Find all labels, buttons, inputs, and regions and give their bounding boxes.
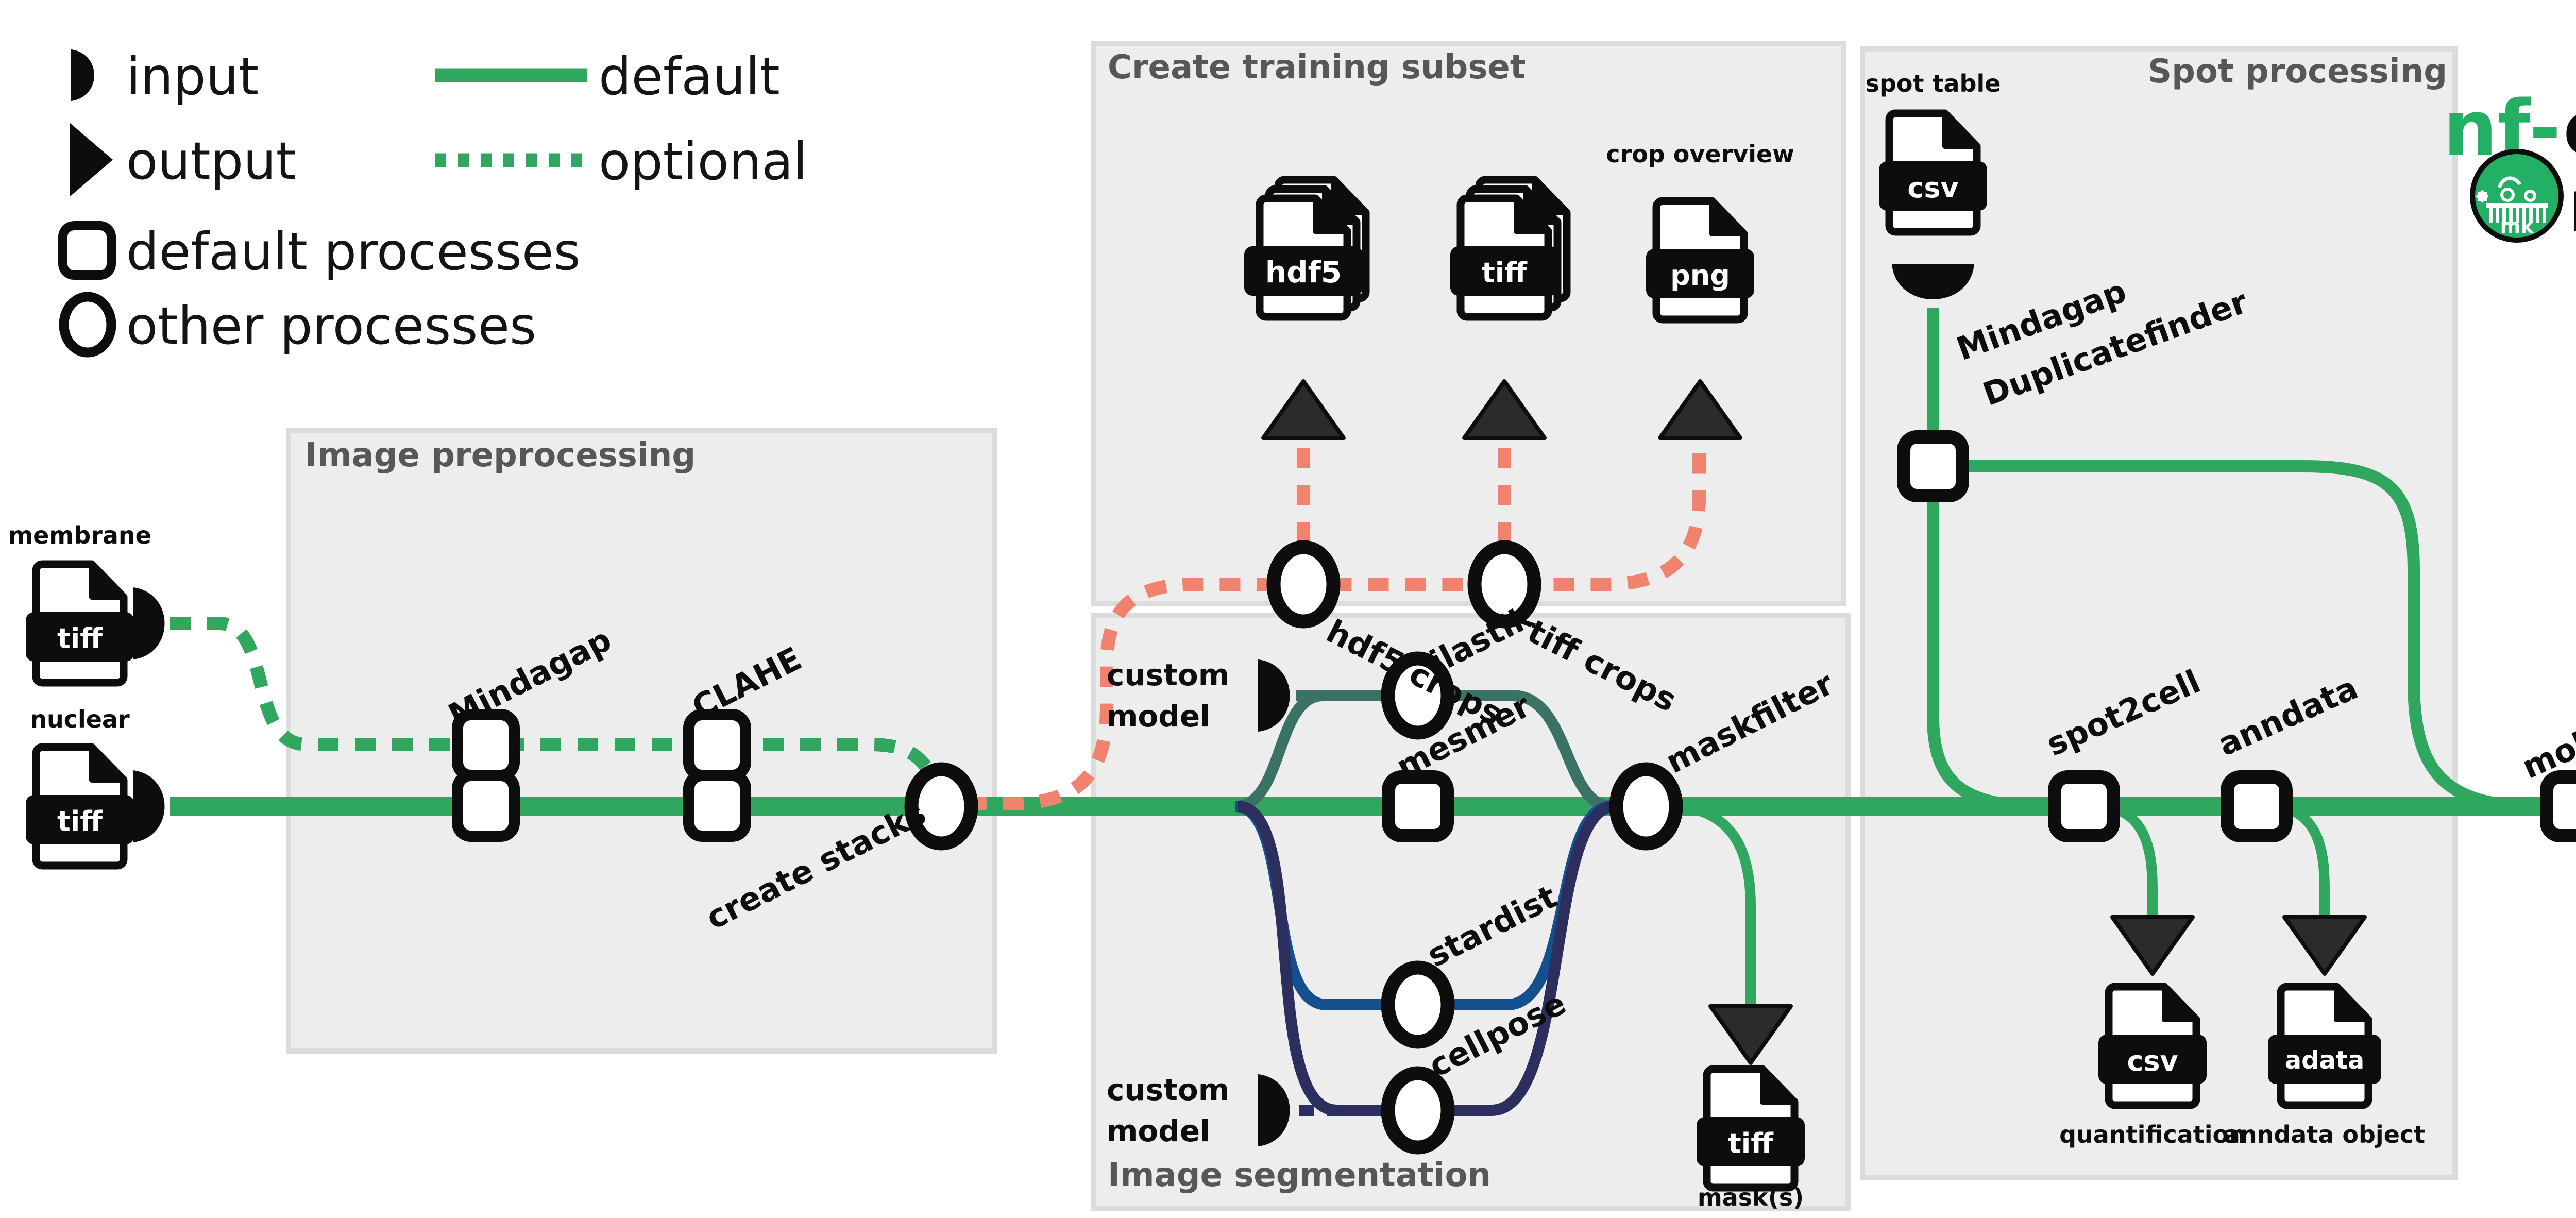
legend-default-label: default: [599, 46, 780, 107]
caption-membrane: membrane: [8, 521, 151, 549]
logo-badge-text: mk: [2500, 215, 2534, 238]
nf-core-molkart-logo: nf- core/ mk molkart: [2443, 84, 2576, 248]
node-anndata: [2227, 777, 2286, 836]
file-nuclear-tiff: tiff: [26, 747, 134, 866]
legend-output-label: output: [126, 131, 296, 191]
node-molkartqc: [2547, 777, 2576, 836]
input-icon-membrane: [133, 587, 165, 659]
file-ext-label: hdf5: [1265, 255, 1342, 290]
custom-model-bottom-line2: model: [1107, 1113, 1210, 1148]
file-ext-label: adata: [2285, 1046, 2364, 1075]
captions: membrane nuclear spot table crop overvie…: [8, 70, 2425, 1211]
file-mask-tiff: tiff: [1697, 1069, 1805, 1188]
file-membrane-tiff: tiff: [26, 564, 134, 683]
line-membrane-optional: [170, 617, 943, 792]
title-create-training-subset: Create training subset: [1108, 48, 1526, 87]
node-hdf5-crops: [1274, 547, 1333, 621]
file-ext-label: csv: [1907, 172, 1958, 204]
node-stardist: [1388, 968, 1448, 1042]
node-clahe: [689, 715, 745, 836]
line-ilastik: [1296, 690, 1612, 812]
node-maskfilter: [1616, 769, 1676, 843]
optional-training-lines: [966, 439, 1706, 810]
input-icon-spot-table: [1892, 264, 1974, 299]
legend-other-processes-label: other processes: [126, 296, 536, 356]
legend-default-process-icon: [58, 221, 116, 280]
line-quantification-output: [2106, 801, 2158, 916]
node-mesmer: [1388, 777, 1447, 836]
custom-model-bottom-line1: custom: [1107, 1072, 1229, 1107]
title-image-preprocessing: Image preprocessing: [305, 436, 696, 475]
line-training-optional: [966, 439, 1706, 810]
file-adata: adata: [2268, 987, 2381, 1105]
file-ext-label: tiff: [57, 805, 103, 838]
label-molkartqc: molkartqc: [2516, 678, 2576, 786]
custom-model-top-line1: custom: [1107, 657, 1229, 692]
input-icon-nuclear: [133, 770, 165, 842]
node-cellpose: [1388, 1073, 1448, 1147]
legend: input output default processes other pro…: [58, 46, 807, 358]
legend-optional-label: optional: [599, 131, 807, 192]
line-spot-table: [1927, 308, 2041, 813]
legend-input-label: input: [126, 46, 259, 107]
file-ext-label: csv: [2127, 1045, 2178, 1077]
caption-nuclear: nuclear: [30, 705, 130, 733]
file-png: png: [1646, 201, 1754, 319]
caption-anndata-object: anndata object: [2224, 1121, 2425, 1148]
node-spot2cell: [2055, 777, 2113, 836]
custom-model-top-line2: model: [1107, 699, 1210, 734]
legend-output-icon: [70, 123, 113, 197]
caption-masks: mask(s): [1698, 1183, 1804, 1211]
file-ext-label: png: [1670, 259, 1730, 292]
file-ext-label: tiff: [57, 622, 103, 655]
legend-default-processes-label: default processes: [126, 222, 581, 282]
file-tiff-stack: tiff: [1450, 180, 1567, 317]
node-mindagap: [457, 715, 514, 836]
box-create-training-subset: [1091, 41, 1846, 606]
caption-crop-overview: crop overview: [1606, 140, 1794, 168]
file-quantification-csv: csv: [2098, 987, 2207, 1105]
node-mindagap-duplicatefinder: [1904, 437, 1962, 496]
file-ext-label: tiff: [1728, 1127, 1774, 1160]
line-duplicatefinder-branch: [1962, 460, 2528, 813]
logo-molkart: molkart: [2568, 164, 2576, 248]
file-spot-table-csv: csv: [1879, 113, 1987, 232]
title-spot-processing: Spot processing: [2148, 53, 2447, 91]
legend-input-icon: [71, 49, 94, 101]
line-anndata-output: [2278, 801, 2330, 916]
title-image-segmentation: Image segmentation: [1108, 1156, 1491, 1194]
file-ext-label: tiff: [1482, 257, 1528, 289]
custom-model-inputs: custom model custom model: [1107, 657, 1229, 1148]
line-mask-output: [1679, 801, 1756, 1004]
io-glyphs: [133, 264, 2576, 1146]
file-hdf5-stack: hdf5: [1244, 180, 1366, 317]
file-icons: tiff tiff hdf5 tiff png: [26, 113, 2381, 1188]
mk-badge-icon: mk: [2470, 149, 2564, 243]
section-boxes: Image preprocessing Create training subs…: [286, 41, 2458, 1211]
default-lines: [170, 308, 2576, 1004]
legend-other-process-icon: [59, 292, 116, 358]
caption-spot-table: spot table: [1866, 70, 2001, 97]
caption-quantification: quantification: [2059, 1121, 2246, 1148]
logo-core: core/: [2563, 84, 2576, 173]
